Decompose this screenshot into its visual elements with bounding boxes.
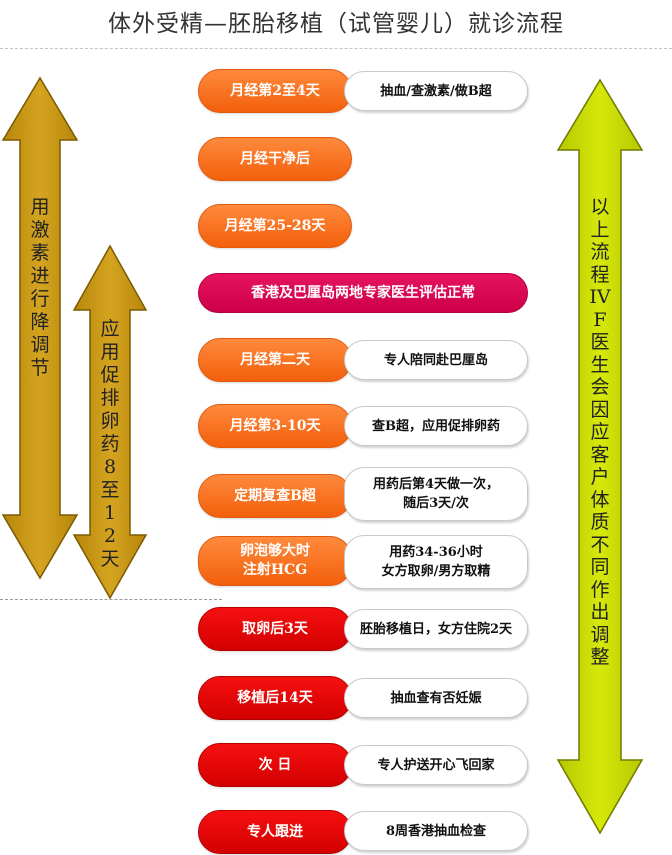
ovulation-drug-text: 应用促排卵药8至12天: [100, 318, 120, 570]
step-pill: 专人跟进: [198, 810, 352, 854]
mid-divider: [0, 599, 222, 600]
step-note: 查B超，应用促排卵药: [344, 406, 528, 446]
step-note: 抽血查有否妊娠: [344, 678, 528, 718]
step-pill: 次 日: [198, 743, 352, 787]
step-pill: 月经干净后: [198, 137, 352, 181]
top-divider: [0, 48, 672, 49]
step-note: 8周香港抽血检查: [344, 811, 528, 851]
step-note: 专人护送开心飞回家: [344, 745, 528, 785]
hormone-downregulation-text: 用激素进行降调节: [30, 196, 50, 379]
step-note: 专人陪同赴巴厘岛: [344, 340, 528, 380]
step-pill: 卵泡够大时 注射HCG: [198, 536, 352, 586]
step-pill: 月经第25-28天: [198, 204, 352, 248]
step-pill: 定期复查B超: [198, 474, 352, 518]
step-note: 用药34-36小时 女方取卵/男方取精: [344, 535, 528, 589]
step-note: 用药后第4天做一次， 随后3天/次: [344, 467, 528, 521]
step-pill: 移植后14天: [198, 676, 352, 720]
step-pill: 月经第3-10天: [198, 404, 352, 448]
step-pill: 香港及巴厘岛两地专家医生评估正常: [198, 273, 528, 313]
step-note: 抽血/查激素/做B超: [344, 71, 528, 111]
step-pill: 月经第二天: [198, 338, 352, 382]
ivf-adjust-text: 以上流程IVF医生会因应客户体质不同作出调整: [589, 196, 611, 668]
step-pill: 取卵后3天: [198, 607, 352, 651]
step-pill: 月经第2至4天: [198, 69, 352, 113]
step-note: 胚胎移植日，女方住院2天: [344, 609, 528, 649]
page-title: 体外受精—胚胎移植（试管婴儿）就诊流程: [108, 11, 564, 37]
